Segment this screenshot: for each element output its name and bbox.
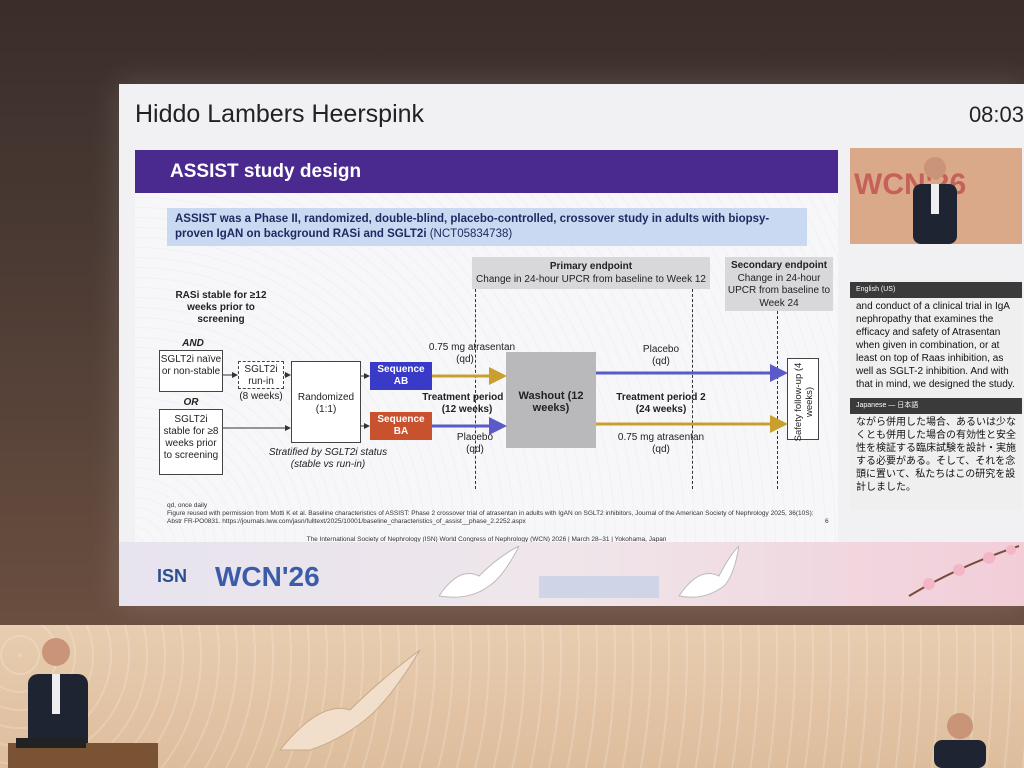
safety-followup-box: Safety follow-up (4 weeks) [787, 358, 819, 442]
slide-page-number: 6 [825, 518, 829, 525]
ab-drug-name: 0.75 mg atrasentan [428, 342, 516, 353]
ba-p2-freq: (qd) [652, 444, 670, 455]
speaker-video-inset: WCN'26 [850, 148, 1022, 244]
speaker-name: Hiddo Lambers Heerspink [135, 100, 425, 128]
cherry-blossom-decoration [908, 545, 1020, 597]
caption-japanese-label: Japanese — 日本語 [850, 398, 1022, 414]
footnote-abbrev: qd, once daily [167, 502, 208, 509]
primary-endpoint-text: Change in 24-hour UPCR from baseline to … [476, 274, 706, 285]
ba-drug-freq: (qd) [466, 444, 484, 455]
period1-label: Treatment period 1 (12 weeks) [422, 392, 512, 415]
banner-cranes [439, 546, 739, 598]
ab-p2-label: Placebo [642, 344, 680, 355]
slide-footer: The International Society of Nephrology … [306, 536, 667, 543]
wcn-logo: WCN'26 [215, 561, 320, 592]
audience-member-figure [934, 713, 986, 768]
study-summary: ASSIST was a Phase II, randomized, doubl… [167, 208, 807, 246]
projection-screen: Hiddo Lambers Heerspink 08:03 ASSIST stu… [119, 84, 1024, 606]
secondary-endpoint-title: Secondary endpoint [730, 260, 828, 271]
period2-label: Treatment period 2 (24 weeks) [616, 392, 706, 415]
primary-endpoint-title: Primary endpoint [549, 261, 633, 272]
washout-box: Washout (12 weeks) [506, 352, 596, 448]
ab-drug-label: 0.75 mg atrasentan [417, 342, 527, 354]
summary-bold: ASSIST was a Phase II, randomized, doubl… [175, 213, 770, 240]
caption-english-label: English (US) [850, 282, 1022, 298]
slide-footnote: qd, once daily Figure reused with permis… [167, 502, 817, 526]
crane-decoration [278, 649, 421, 751]
runin-weeks-label: (8 weeks) [239, 391, 283, 402]
speaker-figure [913, 157, 957, 244]
slide-title-bar: ASSIST study design [135, 150, 838, 193]
secondary-endpoint-box: Secondary endpoint Change in 24-hour UPC… [725, 257, 833, 311]
slide: ASSIST study design ASSIST was a Phase I… [135, 150, 838, 548]
footnote-citation: Figure reused with permission from Motti… [167, 510, 814, 525]
randomized-box: Randomized (1:1) [291, 361, 361, 443]
sglt2i-naive-box: SGLT2i naïve or non-stable [159, 350, 223, 392]
safety-followup-label: Safety follow-up (4 weeks) [793, 362, 815, 442]
dashed-line-1 [475, 289, 476, 489]
dashed-line-2 [692, 289, 693, 489]
and-label: AND [182, 338, 204, 349]
caption-english-text: and conduct of a clinical trial in IgA n… [856, 301, 1015, 390]
primary-endpoint-box: Primary endpoint Change in 24-hour UPCR … [472, 257, 710, 289]
caption-japanese-text: ながら併用した場合、あるいは少なくとも併用した場合の有効性と安全性を検証する臨床… [856, 417, 1016, 493]
isn-logo: ISN [157, 566, 188, 586]
presenter-figure [8, 638, 158, 768]
rasi-stable-label: RASi stable for ≥12 weeks prior to scree… [175, 290, 267, 325]
stage-backdrop [0, 625, 1024, 768]
summary-id: (NCT05834738) [426, 228, 513, 240]
caption-panel: English (US) and conduct of a clinical t… [850, 280, 1022, 510]
or-label: OR [183, 397, 199, 408]
sequence-ab-box: Sequence AB [370, 362, 432, 390]
ab-drug-freq: (qd) [456, 354, 474, 365]
ba-p2-label: 0.75 mg atrasentan [617, 432, 705, 443]
sglt2i-runin-box: SGLT2i run-in [238, 361, 284, 389]
slide-title: ASSIST study design [170, 161, 362, 182]
ba-drug-label: Placebo [456, 432, 494, 443]
sequence-ba-box: Sequence BA [370, 412, 432, 440]
sglt2i-stable-box: SGLT2i stable for ≥8 weeks prior to scre… [159, 409, 223, 475]
secondary-endpoint-text: Change in 24-hour UPCR from baseline to … [727, 272, 831, 309]
dashed-line-3 [777, 311, 778, 489]
ab-p2-freq: (qd) [652, 356, 670, 367]
stage-pattern [0, 625, 1024, 768]
stratified-label: Stratified by SGLT2i status (stable vs r… [268, 447, 388, 470]
clock: 08:03 [968, 102, 1024, 127]
